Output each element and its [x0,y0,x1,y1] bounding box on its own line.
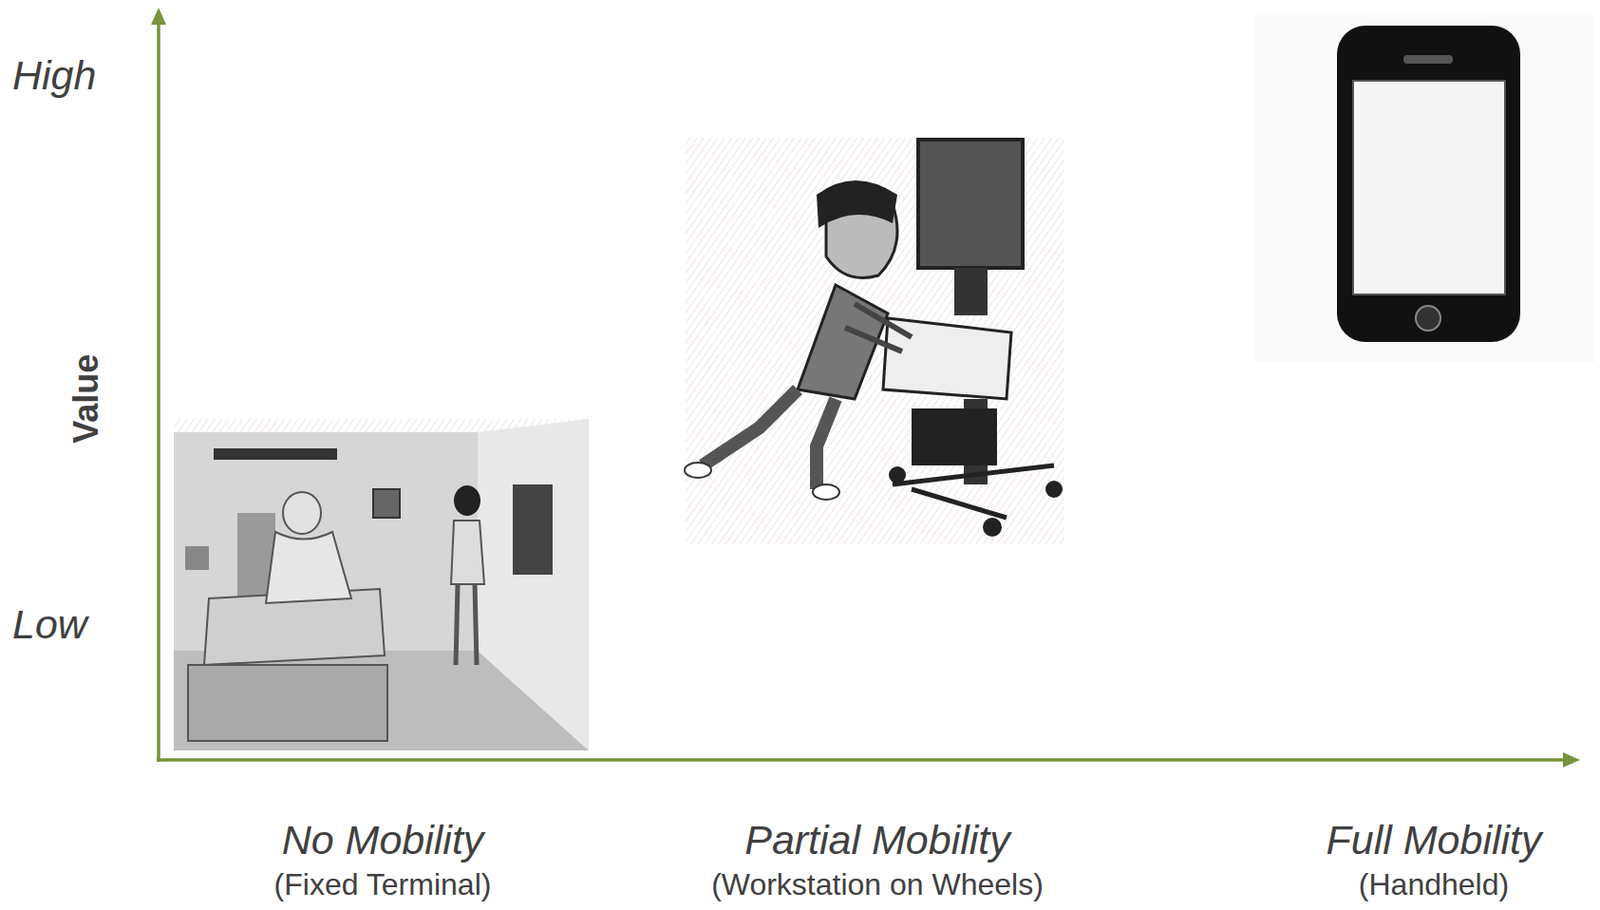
hospital-room-sketch [173,418,589,751]
category-sublabel: (Fixed Terminal) [274,867,492,902]
axes [150,7,1581,768]
workstation-on-wheels-sketch [684,137,1065,545]
category-sublabel: (Workstation on Wheels) [711,867,1044,902]
axis-tick-label: Low [12,602,88,647]
handheld-phone-sketch [1255,15,1596,362]
axis-title: Value [67,354,106,444]
category-label: Partial Mobility [744,817,1011,863]
axis-tick-label: High [12,53,96,98]
category-sublabel: (Handheld) [1358,867,1509,902]
category-label: No Mobility [282,817,485,863]
category-label: Full Mobility [1326,817,1543,863]
